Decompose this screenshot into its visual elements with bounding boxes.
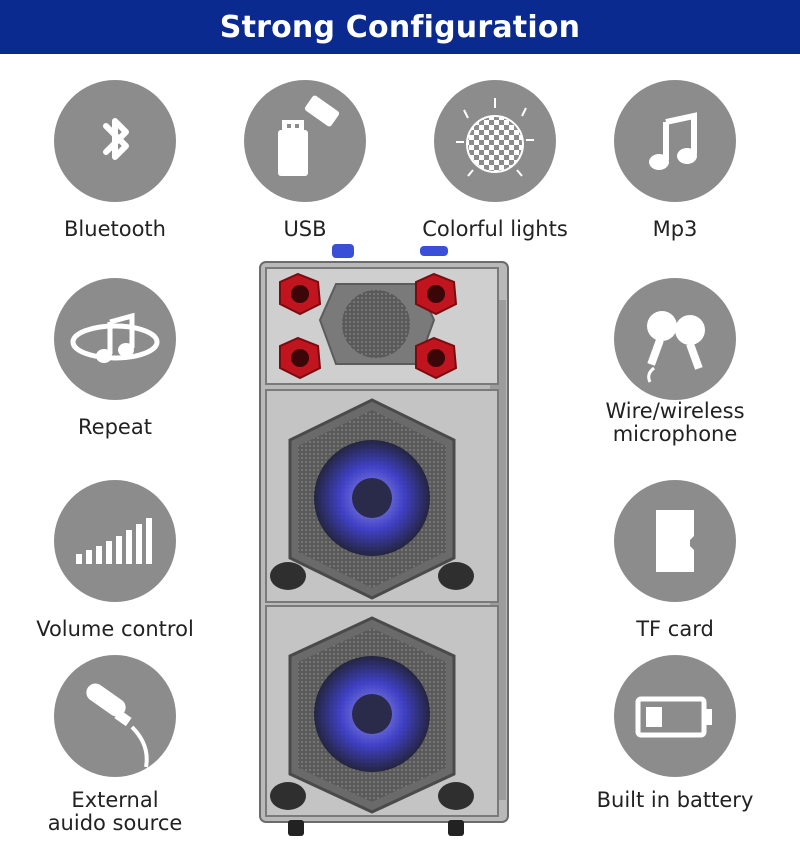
feature-label: Repeat	[78, 415, 152, 439]
feature-external-audio: External auido source	[15, 655, 215, 835]
feature-label: Bluetooth	[64, 217, 166, 241]
page-title: Strong Configuration	[219, 9, 581, 45]
feature-usb: USB	[205, 80, 405, 241]
feature-colorful-lights: Colorful lights	[395, 80, 595, 241]
bluetooth-icon	[54, 80, 176, 202]
battery-icon	[614, 655, 736, 777]
feature-label: USB	[283, 217, 327, 241]
music-note-icon	[614, 80, 736, 202]
feature-label: Colorful lights	[422, 217, 568, 241]
usb-drive-icon	[244, 80, 366, 202]
feature-label: TF card	[636, 617, 714, 641]
feature-bluetooth: Bluetooth	[15, 80, 215, 241]
feature-tf-card: TF card	[575, 480, 775, 641]
feature-label: Volume control	[36, 617, 194, 641]
microphone-icon	[614, 278, 736, 400]
feature-repeat: Repeat	[15, 278, 215, 439]
feature-label: External auido source	[47, 788, 183, 835]
feature-label: Built in battery	[596, 788, 754, 812]
feature-label: Wire/wireless microphone	[605, 399, 745, 446]
disco-ball-icon	[434, 80, 556, 202]
feature-label: Mp3	[652, 217, 698, 241]
repeat-music-icon	[54, 278, 176, 400]
feature-mp3: Mp3	[575, 80, 775, 241]
feature-microphone: Wire/wireless microphone	[575, 278, 775, 446]
volume-bars-icon	[54, 480, 176, 602]
sd-card-icon	[614, 480, 736, 602]
feature-volume: Volume control	[15, 480, 215, 641]
audio-jack-icon	[54, 655, 176, 777]
header-banner: Strong Configuration	[0, 0, 800, 54]
feature-battery: Built in battery	[575, 655, 775, 812]
speaker-product-image	[248, 240, 518, 840]
